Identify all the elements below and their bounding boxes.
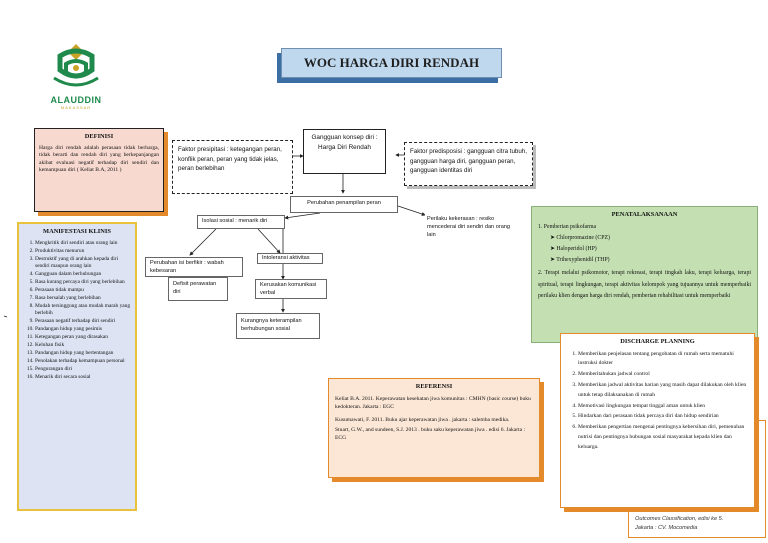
manifestasi-list: Mengkritik diri sendiri atau orang lain … (23, 240, 131, 381)
behind-bottom-3: Jakarta : CV. Mocomedia (635, 525, 698, 532)
proses-pikir-box: Perubahan isi berfikir : wabah kebesaran (145, 257, 243, 277)
manifestasi-box: MANIFESTASI KLINIS Mengkritik diri sendi… (17, 222, 137, 511)
list-item: Memberikan penjelasan tentang pengobatan… (578, 350, 749, 370)
list-item: Pandangan hidup yang bertentangan (35, 350, 131, 357)
list-item: Destruktif yang di arahkan kepada diri s… (35, 256, 131, 270)
list-item: Penolakan terhadap kemampuan personal (35, 358, 131, 365)
behind-line: C- (753, 483, 759, 490)
list-item: Hindarkan dari perasaan tidak percaya di… (578, 412, 749, 422)
kurangnya-box: Kurangnya keterampilan berhubungan sosia… (236, 313, 320, 339)
penatalaksanaan-box: PENATALAKSANAAN 1. Pemberian psikofarma … (531, 206, 758, 343)
isolasi-text: Isolasi sosial : menarik diri (202, 218, 268, 224)
list-item: Mengkritik diri sendiri atau orang lain (35, 240, 131, 247)
definisi-text: Harga diri rendah adalah perasaan tidak … (39, 144, 159, 174)
list-item: Perasaan tidak mampu (35, 287, 131, 294)
arrow-perubahan-perilaku (397, 205, 426, 216)
kurangnya-text: Kurangnya keterampilan berhubungan sosia… (241, 318, 302, 333)
penatalaksanaan-item-2: 2. Terapi melalui psikomotor, terapi rek… (538, 270, 751, 300)
behind-bottom-1: Swanson, Elizabeth dkk. 2016. Nursing (635, 507, 733, 514)
perubahan-penampilan-text: Perubahan penampilan peran (307, 200, 381, 206)
list-item: Rasa kurang percaya diri yang berlebihan (35, 279, 131, 286)
perilaku-kekerasan-box: Perilaku kekerasan : resiko mencederai d… (425, 214, 517, 248)
kerusakan-komunikasi-text: Kerusakan komunikasi verbal (260, 282, 317, 296)
defisit-text: Defisit perawatan diri (173, 281, 217, 296)
university-logo: ALAUDDIN MAKASSAR (40, 42, 112, 110)
reference-item: Kusumawati, F. 2011. Buku ajar keperawat… (335, 417, 510, 424)
manifestasi-heading: MANIFESTASI KLINIS (43, 228, 111, 235)
behind-line: a: (754, 472, 759, 479)
list-item: Produktivitas menurun (35, 248, 131, 255)
logo-subtitle: MAKASSAR (60, 105, 92, 110)
discharge-heading: DISCHARGE PLANNING (620, 338, 695, 345)
behind-bottom-2: Outcomes Classification, edisi ke 5. (635, 516, 724, 523)
list-item: ➤ Haloperidol (HP) (550, 246, 597, 253)
predisposisi-text: Faktor predisposisi : gangguan citra tub… (410, 148, 527, 175)
penatalaksanaan-heading: PENATALAKSANAAN (611, 211, 678, 218)
penatalaksanaan-item-1: 1. Pemberian psikofarma (538, 223, 597, 230)
core-text: Gangguan konsep diri : Harga Diri Rendah (311, 134, 378, 151)
list-item: Memberikan pengertian mengenai pentingny… (578, 423, 749, 452)
tick-left (3, 315, 8, 318)
logo-name: ALAUDDIN (50, 95, 102, 105)
behind-line: 6. (754, 451, 759, 458)
presipitasi-text: Faktor presipitasi : ketegangan peran, k… (178, 146, 282, 173)
list-item: ➤ Trihexyphenidil (THP) (550, 257, 610, 264)
list-item: ➤ Chlorpromazine (CPZ) (550, 235, 610, 242)
list-item: Mudah tersinggung atau mudah marah yang … (35, 303, 131, 317)
behind-line: ing (751, 441, 759, 447)
proses-pikir-text: Perubahan isi berfikir : wabah kebesaran (150, 260, 224, 274)
referensi-box: REFERENSI Keliat B.A. 2011. Keperawatan … (328, 378, 540, 478)
reference-item: Stuart, G.W., and sundeen, S.J. 2013 . b… (335, 426, 526, 441)
discharge-list: Memberikan penjelasan tentang pengobatan… (566, 350, 749, 453)
definisi-box: DEFINISI Harga diri rendah adalah perasa… (34, 128, 164, 212)
kerusakan-komunikasi-box: Kerusakan komunikasi verbal (255, 279, 327, 299)
list-item: Pengurangan diri (35, 366, 131, 373)
list-item: Ketegangan peran yang dirasakan (35, 334, 131, 341)
intoleransi-box: Intoleransi aktivitas (257, 253, 323, 264)
list-item: Memberitahukan jadwal control (578, 370, 749, 380)
list-item: Pandangan hidup yang pesimis (35, 326, 131, 333)
list-item: Memotivasi lingkungan tempat tinggal ama… (578, 402, 749, 412)
referensi-heading: REFERENSI (415, 383, 453, 390)
arrow-perubahan-isolasi (284, 212, 321, 220)
discharge-box: DISCHARGE PLANNING Memberikan penjelasan… (560, 333, 755, 508)
perubahan-penampilan-box: Perubahan penampilan peran (290, 196, 398, 213)
list-item: Perasaan negatif terhadap diri sendiri (35, 318, 131, 325)
isolasi-box: Isolasi sosial : menarik diri (197, 215, 285, 229)
perilaku-kekerasan-text: Perilaku kekerasan : resiko mencederai d… (427, 216, 511, 238)
list-item: Memberikan jadwal aktivitas harian yang … (578, 381, 749, 401)
behind-line: asi (751, 462, 759, 469)
reference-item: Keliat B.A. 2011. Keperawatan kesehatan … (335, 395, 531, 411)
core-box: Gangguan konsep diri : Harga Diri Rendah (303, 129, 386, 174)
list-item: Rasa bersalah yang berlebihan (35, 295, 131, 302)
page-title: WOC HARGA DIRI RENDAH (281, 48, 502, 78)
defisit-box: Defisit perawatan diri (168, 277, 228, 301)
list-item: Gangguan dalam berhubungan (35, 271, 131, 278)
arrow-isolasi-intoleransi (257, 228, 281, 254)
list-item: Menarik diri secara sosial (35, 374, 131, 381)
presipitasi-box: Faktor presipitasi : ketegangan peran, k… (172, 140, 293, 194)
intoleransi-text: Intoleransi aktivitas (262, 255, 310, 261)
list-item: Keluhan fisik (35, 342, 131, 349)
logo-emblem-icon (53, 44, 99, 87)
predisposisi-box: Faktor predisposisi : gangguan citra tub… (404, 142, 533, 186)
drug-list: ➤ Chlorpromazine (CPZ) ➤ Haloperidol (HP… (538, 233, 751, 266)
arrow-isolasi-proses (189, 228, 217, 256)
definisi-heading: DEFINISI (84, 133, 114, 140)
